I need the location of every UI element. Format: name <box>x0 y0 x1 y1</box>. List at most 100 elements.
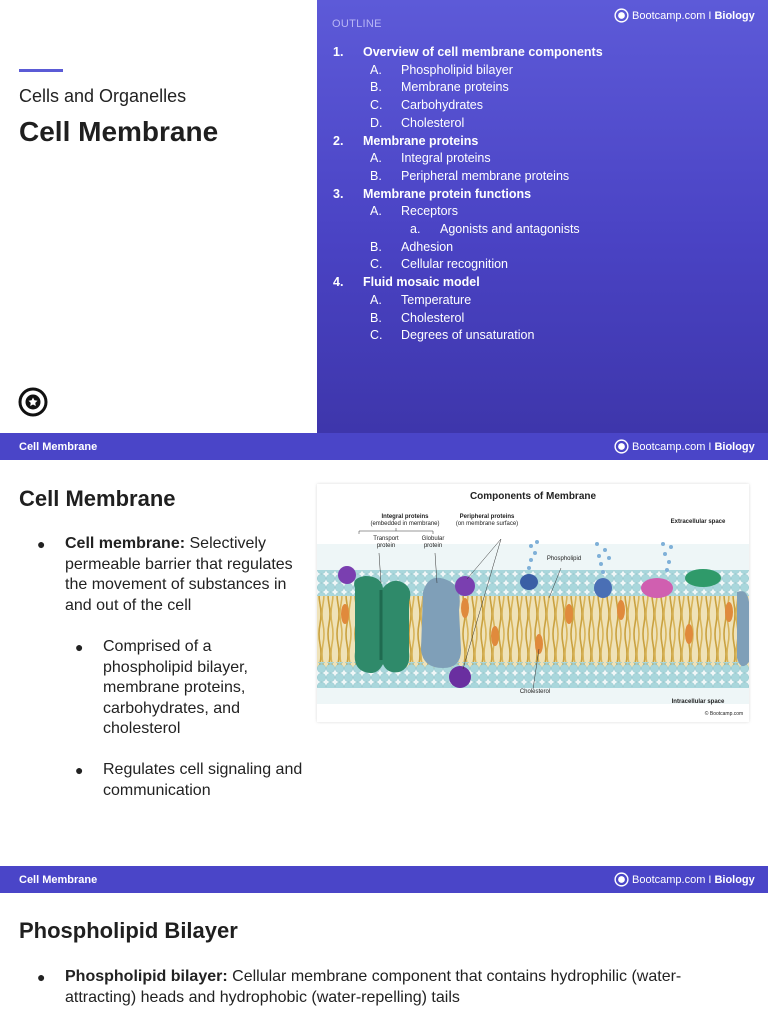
outline-item-label: Adhesion <box>401 239 454 254</box>
bullet-dot: ● <box>37 969 46 985</box>
outline-item-label: Integral proteins <box>401 151 491 166</box>
bootcamp-logo-icon <box>18 387 48 417</box>
outline-item-number: 2. <box>333 133 344 148</box>
outline-item-label: Receptors <box>401 204 458 219</box>
title-slide: Cells and Organelles Cell Membrane OUTLI… <box>0 0 768 433</box>
brand-name: Bootcamp.com <box>632 440 706 453</box>
outline-item: C. Carbohydrates <box>333 97 603 115</box>
brand-separator: I <box>708 440 712 453</box>
label-globular-protein: Globular protein <box>421 536 445 549</box>
bullet-text: Selectively permeable barrier that regul… <box>65 535 293 614</box>
outline-item-number: D. <box>370 115 383 130</box>
brand-subject: Biology <box>714 9 755 22</box>
outline-item: 1. Overview of cell membrane components <box>333 44 603 62</box>
bullet-term: Phospholipid bilayer: <box>65 968 228 985</box>
slide-title: Cell Membrane <box>19 116 219 147</box>
title-panel: Cells and Organelles Cell Membrane <box>0 0 317 433</box>
sub-bullet-signaling: ● Regulates cell signaling and communica… <box>75 760 303 801</box>
header-bar: Cell Membrane Bootcamp.com I Biology <box>0 433 768 460</box>
outline-item-number: B. <box>370 310 382 325</box>
accent-line <box>19 69 63 72</box>
outline-item-label: Peripheral membrane proteins <box>401 168 570 183</box>
figure-title: Components of Membrane <box>469 491 597 502</box>
label-intracellular-space: Intracellular space <box>671 699 725 705</box>
brand-separator: I <box>708 9 712 22</box>
outline-item: 2. Membrane proteins <box>333 133 603 151</box>
label-extracellular-space: Extracellular space <box>670 519 726 525</box>
header-label: Cell Membrane <box>19 441 98 453</box>
outline-item-label: Agonists and antagonists <box>440 222 580 237</box>
brand-logo: Bootcamp.com I Biology <box>614 872 755 887</box>
outline-item-number: A. <box>370 292 382 307</box>
outline-item-number: a. <box>410 222 421 237</box>
bootcamp-logo-icon <box>614 439 629 454</box>
brand-name: Bootcamp.com <box>632 873 706 886</box>
outline-item: D. Cholesterol <box>333 115 603 133</box>
outline-item-number: A. <box>370 62 382 77</box>
outline-item: A. Temperature <box>333 292 603 310</box>
outline-item-label: Fluid mosaic model <box>363 275 480 290</box>
brand-subject: Biology <box>714 440 755 453</box>
outline-item-label: Temperature <box>401 292 472 307</box>
outline-item: B.Cholesterol <box>333 310 603 328</box>
bullet-dot: ● <box>75 762 84 778</box>
brand-name: Bootcamp.com <box>632 9 706 22</box>
header-bar: Cell Membrane Bootcamp.com I Biology <box>0 866 768 893</box>
outline-item-number: 3. <box>333 186 344 201</box>
outline-item-label: Membrane protein functions <box>363 186 532 201</box>
outline-item-number: B. <box>370 239 382 254</box>
label-integral-sub: (embedded in membrane) <box>370 521 440 527</box>
brand-logo: Bootcamp.com I Biology <box>614 8 755 23</box>
bullet-text: Regulates cell signaling and communicati… <box>103 761 303 799</box>
outline-item: A. Receptors <box>333 203 603 221</box>
outline-item-number: C. <box>370 257 383 272</box>
brand-logo: Bootcamp.com I Biology <box>614 439 755 454</box>
outline-item: C. Cellular recognition <box>333 256 603 274</box>
outline-item: B. Peripheral membrane proteins <box>333 168 603 186</box>
outline-item-label: Membrane proteins <box>363 133 479 148</box>
slide-subtitle: Cells and Organelles <box>19 86 187 106</box>
brand-separator: I <box>708 873 712 886</box>
outline-item-label: Phospholipid bilayer <box>401 62 513 77</box>
label-integral-proteins: Integral proteins <box>381 514 429 520</box>
bullet-text: Cellular membrane component that contain… <box>65 968 682 1006</box>
outline-item-label: Cellular recognition <box>401 257 509 272</box>
sub-bullet-components: ● Comprised of a phospholipid bilayer, m… <box>75 637 303 740</box>
outline-item-number: A. <box>370 151 382 166</box>
label-peripheral-sub: (on membrane surface) <box>455 521 519 527</box>
outline-item: 4. Fluid mosaic model <box>333 274 603 292</box>
membrane-figure: Components of Membrane Integral proteins… <box>317 484 749 722</box>
label-cholesterol: Cholesterol <box>519 689 551 695</box>
outline-item-label: Degrees of unsaturation <box>401 328 535 343</box>
outline-item-label: Overview of cell membrane components <box>363 45 603 59</box>
outline-item: A. Phospholipid bilayer <box>333 62 603 80</box>
outline-item: A. Integral proteins <box>333 150 603 168</box>
bullet-cell-membrane: ● Cell membrane: Selectively permeable b… <box>37 534 313 616</box>
bullet-dot: ● <box>37 536 46 552</box>
outline-item-number: B. <box>370 168 382 183</box>
bullet-text: Comprised of a phospholipid bilayer, mem… <box>103 638 248 737</box>
outline-item-label: Carbohydrates <box>401 98 483 113</box>
bootcamp-logo-icon <box>614 8 629 23</box>
outline-item: 3. Membrane protein functions <box>333 186 603 204</box>
outline-item-number: A. <box>370 204 382 219</box>
outline-item-number: C. <box>370 328 383 343</box>
outline-label: OUTLINE <box>332 18 382 30</box>
outline-item-number: C. <box>370 98 383 113</box>
bullet-dot: ● <box>75 639 84 655</box>
outline-item-number: 4. <box>333 275 344 290</box>
bootcamp-logo-icon <box>614 872 629 887</box>
outline-item-number: B. <box>370 80 382 95</box>
outline-item-label: Cholesterol <box>401 115 465 130</box>
outline-item: B.Membrane proteins <box>333 79 603 97</box>
label-phospholipid: Phospholipid <box>546 556 582 562</box>
brand-subject: Biology <box>714 873 755 886</box>
slide-title: Phospholipid Bilayer <box>19 918 238 943</box>
figure-copyright: © Bootcamp.com <box>704 711 744 717</box>
outline-item-number: 1. <box>333 45 344 59</box>
bullet-phospholipid-bilayer: ● Phospholipid bilayer: Cellular membran… <box>37 967 705 1008</box>
outline-item: C. Degrees of unsaturation <box>333 327 603 345</box>
label-transport-protein: Transport protein <box>373 536 399 549</box>
outline-panel: OUTLINE Bootcamp.com I Biology 1. Overvie… <box>317 0 768 433</box>
